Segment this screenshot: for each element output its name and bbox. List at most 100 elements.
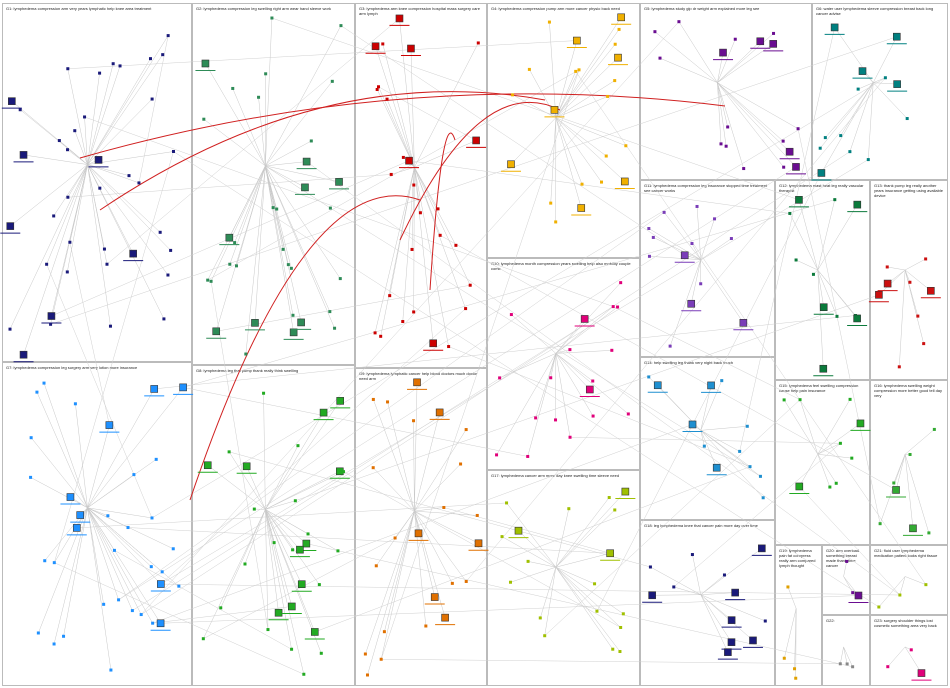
- node[interactable]: [719, 48, 727, 57]
- node[interactable]: [662, 210, 666, 214]
- node[interactable]: [724, 648, 732, 656]
- node[interactable]: [848, 397, 852, 401]
- node[interactable]: [781, 139, 785, 143]
- node[interactable]: [722, 573, 726, 577]
- node[interactable]: [580, 315, 589, 323]
- node[interactable]: [297, 318, 305, 327]
- node[interactable]: [429, 339, 437, 348]
- node[interactable]: [401, 155, 405, 159]
- node[interactable]: [371, 397, 375, 401]
- node[interactable]: [412, 419, 416, 423]
- node[interactable]: [109, 668, 113, 672]
- node[interactable]: [618, 650, 622, 654]
- node[interactable]: [201, 637, 205, 641]
- node[interactable]: [893, 80, 901, 88]
- node[interactable]: [526, 454, 530, 458]
- node[interactable]: [171, 149, 175, 153]
- node[interactable]: [264, 72, 268, 76]
- node[interactable]: [363, 652, 367, 656]
- node[interactable]: [244, 352, 248, 356]
- node[interactable]: [126, 526, 130, 530]
- node[interactable]: [619, 281, 623, 285]
- node[interactable]: [788, 211, 792, 215]
- node[interactable]: [856, 419, 865, 428]
- node[interactable]: [335, 178, 343, 186]
- node[interactable]: [137, 181, 141, 185]
- node[interactable]: [158, 230, 162, 234]
- node[interactable]: [733, 37, 737, 41]
- node[interactable]: [573, 36, 581, 45]
- node[interactable]: [18, 108, 22, 112]
- node[interactable]: [611, 647, 615, 651]
- node[interactable]: [203, 461, 212, 470]
- node[interactable]: [252, 507, 256, 511]
- node[interactable]: [330, 79, 334, 83]
- node[interactable]: [567, 507, 571, 511]
- node[interactable]: [151, 621, 155, 625]
- node[interactable]: [476, 41, 480, 45]
- node[interactable]: [412, 183, 416, 187]
- node[interactable]: [73, 129, 77, 133]
- node[interactable]: [554, 220, 558, 224]
- node[interactable]: [319, 408, 328, 417]
- node[interactable]: [8, 327, 12, 331]
- node[interactable]: [621, 487, 630, 496]
- node[interactable]: [379, 657, 383, 661]
- node[interactable]: [543, 634, 547, 638]
- node[interactable]: [385, 97, 389, 101]
- node[interactable]: [289, 328, 298, 337]
- node[interactable]: [57, 139, 61, 143]
- node[interactable]: [148, 57, 152, 61]
- node[interactable]: [166, 273, 170, 277]
- node[interactable]: [924, 257, 928, 261]
- node[interactable]: [758, 544, 766, 553]
- node[interactable]: [819, 364, 828, 373]
- node[interactable]: [257, 95, 261, 99]
- node[interactable]: [648, 591, 656, 600]
- node[interactable]: [105, 262, 109, 266]
- node[interactable]: [73, 402, 77, 406]
- node[interactable]: [782, 165, 786, 169]
- node[interactable]: [160, 570, 164, 574]
- node[interactable]: [617, 13, 625, 22]
- node[interactable]: [49, 322, 53, 326]
- node[interactable]: [441, 613, 449, 622]
- node[interactable]: [819, 303, 828, 312]
- node[interactable]: [52, 561, 56, 565]
- node[interactable]: [817, 169, 826, 177]
- node[interactable]: [289, 266, 293, 270]
- node[interactable]: [794, 676, 798, 680]
- node[interactable]: [414, 529, 423, 538]
- node[interactable]: [591, 379, 595, 383]
- node[interactable]: [72, 524, 81, 532]
- node[interactable]: [607, 496, 611, 500]
- node[interactable]: [724, 144, 728, 148]
- node[interactable]: [66, 67, 70, 71]
- node[interactable]: [94, 156, 103, 164]
- node[interactable]: [157, 580, 165, 588]
- node[interactable]: [547, 20, 551, 24]
- node[interactable]: [839, 134, 843, 138]
- node[interactable]: [514, 526, 523, 535]
- node[interactable]: [42, 381, 46, 385]
- node[interactable]: [212, 327, 221, 336]
- node[interactable]: [117, 598, 121, 602]
- node[interactable]: [511, 93, 515, 97]
- node[interactable]: [19, 350, 28, 359]
- node[interactable]: [672, 585, 676, 589]
- node[interactable]: [668, 344, 672, 348]
- node[interactable]: [508, 580, 512, 584]
- node[interactable]: [908, 452, 912, 456]
- node[interactable]: [336, 549, 340, 553]
- node[interactable]: [647, 375, 651, 379]
- node[interactable]: [834, 481, 838, 485]
- node[interactable]: [892, 481, 896, 485]
- node[interactable]: [856, 87, 860, 91]
- node[interactable]: [386, 400, 390, 404]
- node[interactable]: [373, 331, 377, 335]
- node[interactable]: [883, 279, 892, 288]
- node[interactable]: [769, 40, 778, 48]
- node[interactable]: [319, 651, 323, 655]
- node[interactable]: [242, 462, 251, 471]
- node[interactable]: [796, 127, 800, 131]
